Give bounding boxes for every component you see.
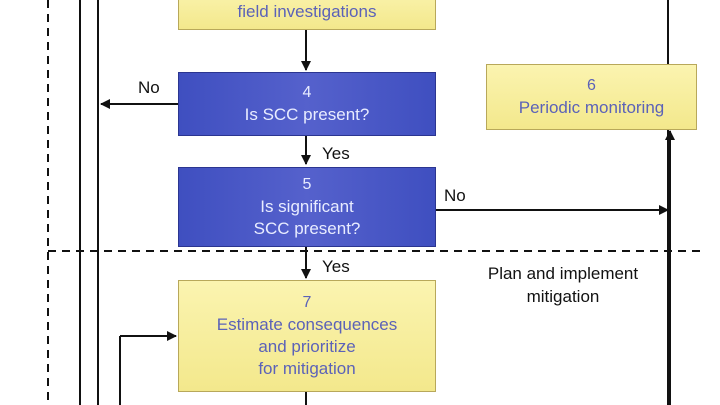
process-box-7-line3: for mitigation [258, 359, 356, 378]
phase-label-line2: mitigation [526, 287, 600, 306]
edge-label-no-from-5: No [444, 186, 466, 205]
edge-label-yes-from-5: Yes [322, 257, 350, 276]
process-box-7-number: 7 [302, 294, 312, 311]
edge-label-yes-from-4: Yes [322, 144, 350, 163]
decision-box-5-number: 5 [302, 176, 312, 193]
phase-label-mitigation: Plan and implement mitigation [458, 262, 668, 308]
decision-box-5-question-line1: Is significant [260, 197, 354, 216]
decision-box-4-number: 4 [302, 84, 312, 101]
box-field-investigations-text: field investigations [237, 2, 377, 21]
process-box-6-label: Periodic monitoring [518, 98, 665, 117]
process-box-6: 6 Periodic monitoring [486, 64, 697, 130]
process-box-7-line2: and prioritize [258, 337, 356, 356]
decision-box-4-question: Is SCC present? [244, 105, 370, 124]
edge-label-no-from-4: No [138, 78, 160, 97]
decision-box-5-question-line2: SCC present? [253, 219, 361, 238]
decision-box-5: 5 Is significant SCC present? [178, 167, 436, 247]
process-box-6-number: 6 [587, 77, 596, 94]
process-box-7: 7 Estimate consequences and prioritize f… [178, 280, 436, 392]
phase-label-line1: Plan and implement [487, 264, 639, 283]
box-field-investigations: field investigations [178, 0, 436, 30]
decision-box-4: 4 Is SCC present? [178, 72, 436, 136]
process-box-7-line1: Estimate consequences [216, 315, 398, 334]
